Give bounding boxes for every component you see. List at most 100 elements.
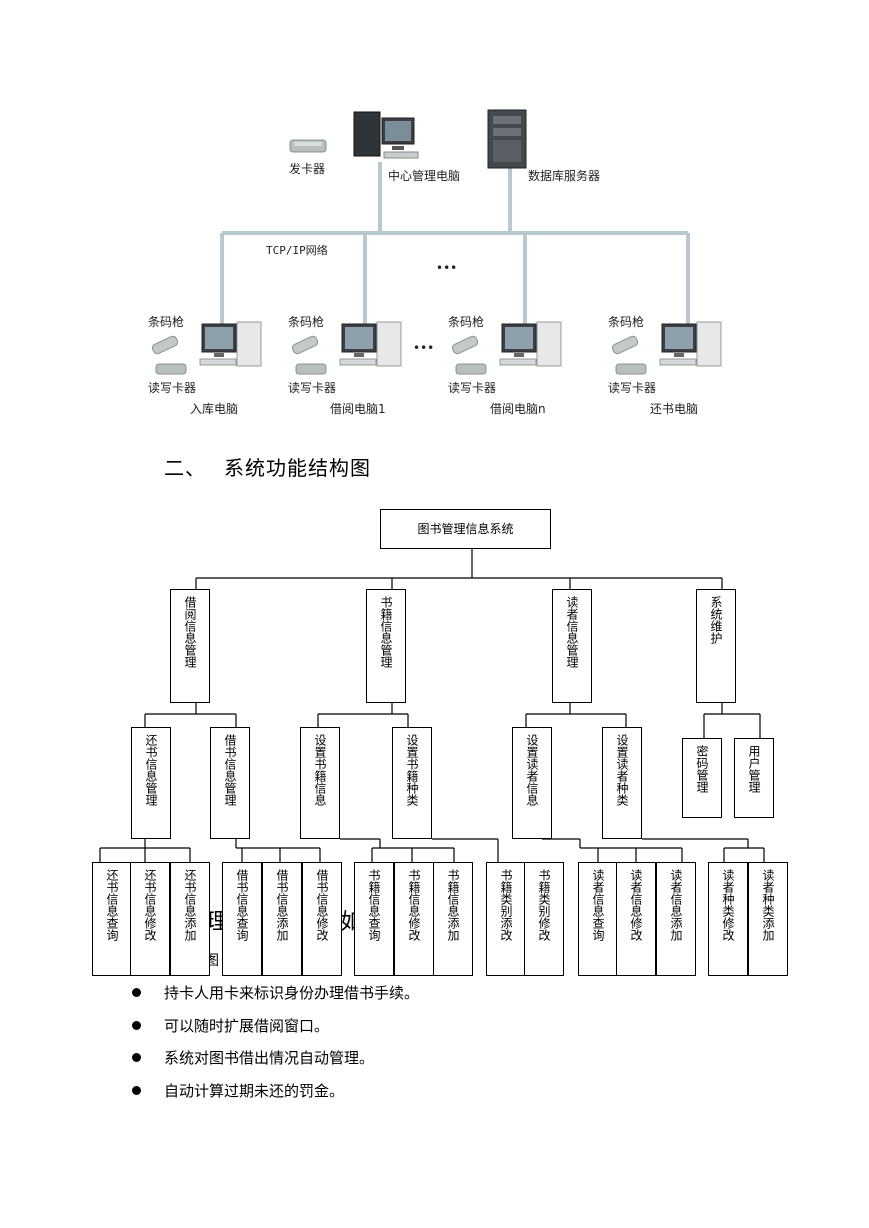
station-name-label: 入库电脑 bbox=[190, 401, 238, 416]
level3-node-label: 书籍类别添改 bbox=[499, 869, 513, 941]
level1-node-label: 系统维护 bbox=[709, 596, 723, 644]
center-pc-label: 中心管理电脑 bbox=[388, 168, 460, 183]
level3-node-label: 借书信息修改 bbox=[315, 869, 329, 941]
bullet-text: 可以随时扩展借阅窗口。 bbox=[164, 1016, 330, 1035]
barcode-scanner-label: 条码枪 bbox=[148, 314, 184, 329]
barcode-scanner-icon bbox=[151, 335, 179, 355]
level2-node: 借书信息管理 bbox=[210, 727, 250, 839]
bullet-text: 系统对图书借出情况自动管理。 bbox=[164, 1049, 375, 1067]
desktop-computer-icon bbox=[659, 321, 722, 367]
level3-node: 读者信息查询 bbox=[578, 862, 618, 976]
center-pc-icon bbox=[353, 111, 419, 159]
level3-node-label: 读者种类添加 bbox=[761, 869, 775, 941]
desktop-computer-icon bbox=[339, 321, 402, 367]
level1-node: 书籍信息管理 bbox=[366, 589, 406, 703]
level2-node-label: 还书信息管理 bbox=[144, 734, 158, 806]
bullet-dot-icon bbox=[132, 1020, 141, 1030]
level1-node: 借阅信息管理 bbox=[170, 589, 210, 703]
ellipsis-middle: ••• bbox=[413, 341, 434, 355]
level2-node: 设置读者信息 bbox=[512, 727, 552, 839]
section-number: 二、 bbox=[164, 456, 206, 480]
level3-node-label: 还书信息查询 bbox=[105, 869, 119, 941]
level3-node: 读者信息修改 bbox=[616, 862, 656, 976]
bullet-dot-icon bbox=[132, 1053, 141, 1062]
level3-node: 读者种类添加 bbox=[748, 862, 788, 976]
bullet-dot-icon bbox=[132, 1085, 141, 1095]
level3-node: 借书信息修改 bbox=[302, 862, 342, 976]
barcode-scanner-icon bbox=[291, 335, 319, 355]
level3-node: 借书信息查询 bbox=[222, 862, 262, 976]
root-node-label: 图书管理信息系统 bbox=[417, 522, 514, 536]
card-issuer-icon bbox=[289, 139, 327, 153]
level3-node-label: 书籍信息查询 bbox=[367, 869, 381, 941]
level3-node: 书籍类别添改 bbox=[486, 862, 526, 976]
bullet-item: 系统对图书借出情况自动管理。 bbox=[130, 1047, 419, 1080]
ellipsis-top: ••• bbox=[436, 261, 457, 275]
level3-node: 读者种类修改 bbox=[708, 862, 748, 976]
level2-node-label: 设置书籍种类 bbox=[405, 734, 419, 806]
level3-node-label: 还书信息添加 bbox=[183, 869, 197, 941]
level3-node-label: 读者信息添加 bbox=[669, 869, 683, 941]
level3-node: 书籍类别修改 bbox=[524, 862, 564, 976]
feature-bullet-list: 持卡人用卡来标识身份办理借书手续。 可以随时扩展借阅窗口。 系统对图书借出情况自… bbox=[130, 982, 419, 1112]
card-reader-icon bbox=[455, 363, 487, 375]
station-name-label: 借阅电脑1 bbox=[330, 402, 386, 416]
level2-node-label: 设置读者种类 bbox=[615, 734, 629, 806]
level3-node: 读者信息添加 bbox=[656, 862, 696, 976]
level2-node: 设置书籍种类 bbox=[392, 727, 432, 839]
network-lines bbox=[220, 162, 690, 345]
desktop-computer-icon bbox=[499, 321, 562, 367]
barcode-scanner-label: 条码枪 bbox=[608, 314, 644, 329]
level2-node: 设置读者种类 bbox=[602, 727, 642, 839]
card-reader-icon bbox=[155, 363, 187, 375]
level1-node-label: 书籍信息管理 bbox=[379, 596, 393, 668]
bullet-item: 自动计算过期未还的罚金。 bbox=[130, 1080, 419, 1113]
bullet-item: 持卡人用卡来标识身份办理借书手续。 bbox=[130, 982, 419, 1015]
level3-node: 还书信息查询 bbox=[92, 862, 132, 976]
level3-node-label: 书籍类别修改 bbox=[537, 869, 551, 941]
bullet-text: 自动计算过期未还的罚金。 bbox=[164, 1081, 345, 1100]
level3-node: 还书信息添加 bbox=[170, 862, 210, 976]
card-issuer-label: 发卡器 bbox=[289, 161, 325, 176]
bullet-dot-icon bbox=[132, 988, 141, 997]
level3-node: 书籍信息修改 bbox=[394, 862, 434, 976]
barcode-scanner-label: 条码枪 bbox=[448, 314, 484, 329]
database-server-label: 数据库服务器 bbox=[528, 168, 600, 183]
level2-node: 用户管理 bbox=[734, 738, 774, 818]
level3-node-label: 读者信息修改 bbox=[629, 869, 643, 941]
card-reader-label: 读写卡器 bbox=[448, 381, 496, 395]
level3-node: 书籍信息查询 bbox=[354, 862, 394, 976]
level1-node-label: 借阅信息管理 bbox=[183, 596, 197, 668]
level2-node: 还书信息管理 bbox=[131, 727, 171, 839]
level3-node-label: 借书信息查询 bbox=[235, 869, 249, 941]
level2-node-label: 用户管理 bbox=[747, 745, 761, 793]
station-name-label: 还书电脑 bbox=[650, 402, 698, 416]
level3-node-label: 读者种类修改 bbox=[721, 869, 735, 941]
desktop-computer-icon bbox=[199, 321, 262, 367]
level3-node-label: 书籍信息添加 bbox=[446, 869, 460, 941]
level3-node: 借书信息添加 bbox=[262, 862, 302, 976]
card-reader-label: 读写卡器 bbox=[608, 381, 656, 395]
section-heading: 二、系统功能结构图 bbox=[164, 452, 371, 481]
level3-node-label: 书籍信息修改 bbox=[407, 869, 421, 941]
level3-node-label: 借书信息添加 bbox=[275, 869, 289, 941]
level1-node: 系统维护 bbox=[696, 589, 736, 703]
card-reader-icon bbox=[295, 363, 327, 375]
level2-node-label: 设置书籍信息 bbox=[313, 734, 327, 806]
level1-node: 读者信息管理 bbox=[552, 589, 592, 703]
root-node: 图书管理信息系统 bbox=[380, 509, 551, 549]
level2-node-label: 借书信息管理 bbox=[223, 734, 237, 806]
card-reader-icon bbox=[615, 363, 647, 375]
card-reader-label: 读写卡器 bbox=[288, 381, 336, 395]
section-title: 系统功能结构图 bbox=[224, 456, 371, 480]
bullet-text: 持卡人用卡来标识身份办理借书手续。 bbox=[164, 984, 420, 1002]
level2-node: 设置书籍信息 bbox=[300, 727, 340, 839]
bullet-item: 可以随时扩展借阅窗口。 bbox=[130, 1015, 419, 1048]
barcode-scanner-icon bbox=[611, 335, 639, 355]
barcode-scanner-label: 条码枪 bbox=[288, 314, 324, 329]
